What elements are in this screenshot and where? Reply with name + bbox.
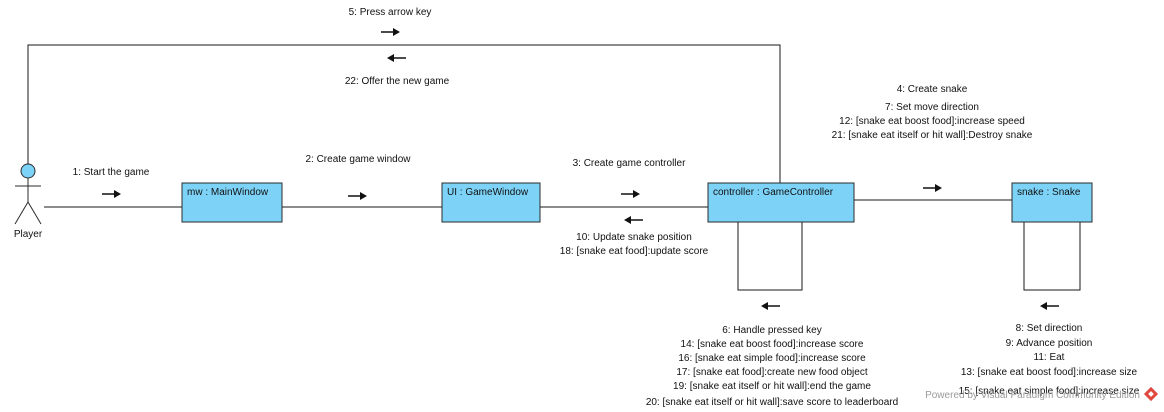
message-increase-score-simple: 16: [snake eat simple food]:increase sco… [678,353,866,364]
message-increase-size-boost: 13: [snake eat boost food]:increase size [961,367,1138,378]
link-controller-self[interactable] [737,222,803,291]
message-increase-size-simple: 15: [snake eat simple food]:increase siz… [959,386,1140,397]
object-snake[interactable]: snake : Snake [1011,182,1093,223]
message-increase-score-boost: 14: [snake eat boost food]:increase scor… [681,339,864,350]
actor-head [20,163,36,179]
message-increase-speed: 12: [snake eat boost food]:increase spee… [839,116,1025,127]
message-update-score: 18: [snake eat food]:update score [560,246,709,257]
message-create-snake: 4: Create snake [897,84,968,95]
object-controller-box [707,182,855,223]
watermark: Powered by Visual Paradigm Community Edi… [925,386,1159,402]
message-destroy-snake: 21: [snake eat itself or hit wall]:Destr… [832,130,1033,141]
message-offer-new-game: 22: Offer the new game [345,76,450,87]
message-end-game: 19: [snake eat itself or hit wall]:end t… [673,381,871,392]
message-create-food: 17: [snake eat food]:create new food obj… [676,367,867,378]
arrow-left-icon [761,302,780,310]
arrow-right-icon [381,28,400,36]
arrow-right-icon [102,190,121,198]
message-eat: 11: Eat [1034,352,1065,363]
message-create-game-window: 2: Create game window [305,154,411,165]
message-create-game-controller: 3: Create game controller [573,158,687,169]
message-update-snake-position: 10: Update snake position [576,232,692,243]
message-set-direction: 8: Set direction [1016,323,1083,334]
message-start-game: 1: Start the game [73,167,150,178]
object-controller[interactable]: controller : GameController [707,182,855,223]
actor-name: Player [14,229,43,240]
arrow-right-icon [348,192,367,200]
object-ui-box [441,182,541,223]
message-handle-pressed-key: 6: Handle pressed key [722,325,822,336]
object-snake-label: snake : Snake [1017,187,1081,198]
link-snake-self[interactable] [1023,222,1081,291]
direction-arrows [102,28,1059,310]
message-advance-position: 9: Advance position [1006,338,1093,349]
object-snake-box [1011,182,1093,223]
logo-icon [1143,386,1159,402]
arrow-right-icon [621,190,640,198]
object-mw-box [181,182,283,223]
message-press-arrow-key: 5: Press arrow key [349,7,432,18]
arrow-left-icon [1040,302,1059,310]
watermark-text: Powered by Visual Paradigm Community Edi… [925,390,1140,401]
object-mw-label: mw : MainWindow [187,187,269,198]
message-set-move-direction: 7: Set move direction [885,102,979,113]
links [27,44,1081,291]
message-save-score: 20: [snake eat itself or hit wall]:save … [646,397,898,408]
object-ui-label: UI : GameWindow [447,187,529,198]
actor-player[interactable]: Player [14,163,43,240]
arrow-right-icon [923,184,942,192]
object-controller-label: controller : GameController [713,187,834,198]
arrow-left-icon [387,54,406,62]
actor-left-leg [14,201,29,225]
actor-right-leg [27,201,42,225]
link-player-controller[interactable] [27,44,781,183]
object-mw[interactable]: mw : MainWindow [181,182,283,223]
object-ui[interactable]: UI : GameWindow [441,182,541,223]
arrow-left-icon [624,216,643,224]
